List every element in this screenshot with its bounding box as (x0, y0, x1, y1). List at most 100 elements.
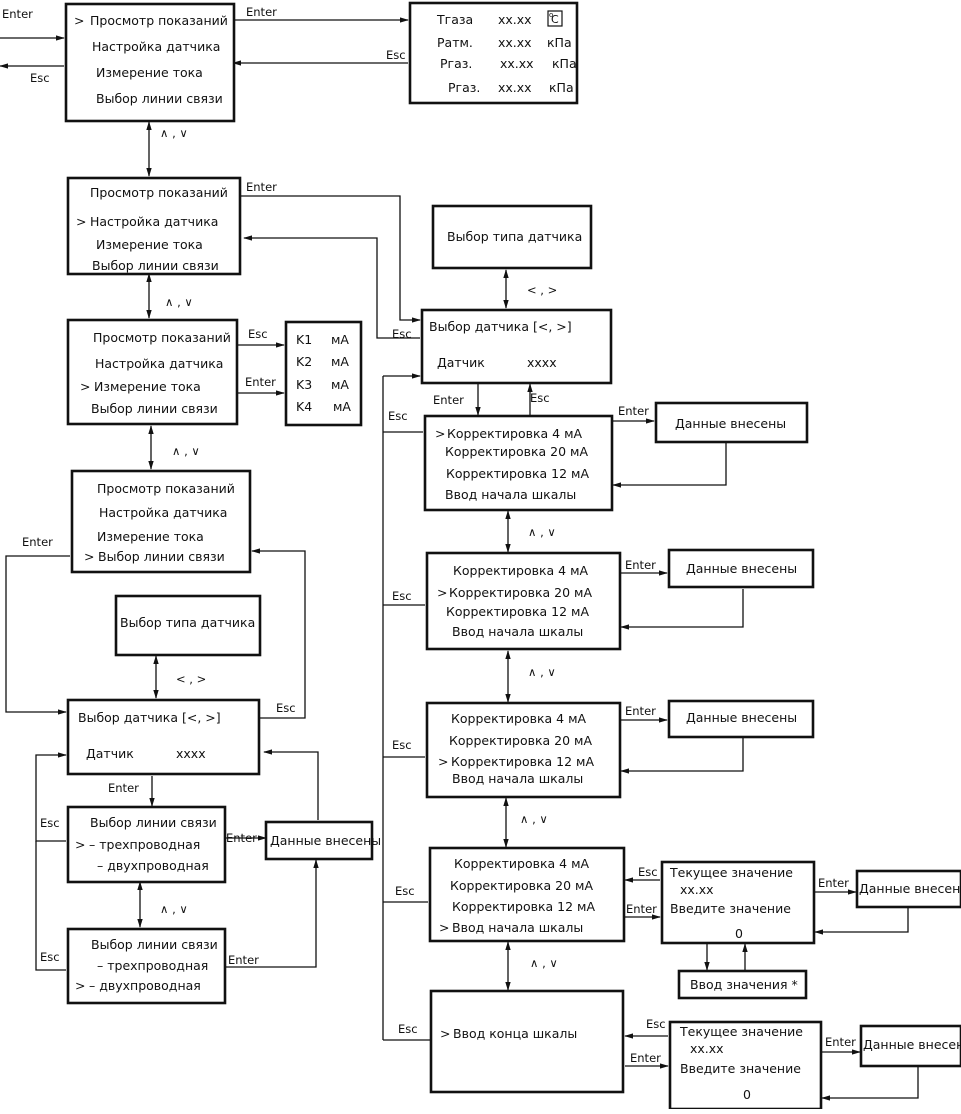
esc-label: Esc (248, 327, 268, 341)
readings-screen: Tгаза xx.xx C o Pатм. xx.xx кПа Pгаз. xx… (408, 1, 579, 105)
svg-text:Корректировка 20 мА: Корректировка 20 мА (449, 733, 592, 748)
svg-text:xx.xx: xx.xx (498, 80, 532, 95)
calib-menu-12ma[interactable]: Корректировка 4 мА Корректировка 20 мА >… (425, 701, 622, 799)
sensor-select-box-right[interactable]: Выбор датчика [<, >] Датчик xxxx (420, 308, 613, 385)
cursor: > (76, 214, 86, 229)
svg-text:– двухпроводная: – двухпроводная (89, 978, 201, 993)
svg-text:K4: K4 (296, 399, 312, 414)
enter-label: Enter (246, 180, 277, 194)
esc-label: Esc (30, 71, 50, 85)
enter-label: Enter (2, 7, 33, 21)
data-saved-box-left: Данные внесены (264, 820, 381, 861)
esc-label: Esc (530, 391, 550, 405)
cursor: > (439, 920, 449, 935)
esc-label: Esc (392, 738, 412, 752)
svg-text:Ввод конца шкалы: Ввод конца шкалы (453, 1026, 577, 1041)
menu-item: Настройка датчика (90, 214, 218, 229)
cursor: > (74, 13, 84, 28)
svg-text:Выбор типа датчика: Выбор типа датчика (120, 615, 255, 630)
calib-menu-4ma[interactable]: > Корректировка 4 мА Корректировка 20 мА… (423, 414, 614, 512)
menu-item: Просмотр показаний (90, 185, 228, 200)
esc-label: Esc (646, 1017, 666, 1031)
enter-label: Enter (226, 831, 257, 845)
svg-text:Корректировка 4 мА: Корректировка 4 мА (447, 426, 583, 441)
svg-text:Ввод начала шкалы: Ввод начала шкалы (452, 771, 583, 786)
svg-text:кПа: кПа (552, 56, 577, 71)
cursor: > (80, 379, 90, 394)
enter-label: Enter (818, 876, 849, 890)
svg-text:Выбор линии связи: Выбор линии связи (90, 815, 217, 830)
enter-label: Enter (246, 5, 277, 19)
svg-text:Выбор типа датчика: Выбор типа датчика (447, 229, 582, 244)
current-screen: K1 мА K2 мА K3 мА K4 мА (284, 320, 363, 427)
svg-text:Корректировка 12 мА: Корректировка 12 мА (446, 604, 589, 619)
svg-text:Данные внесены: Данные внесены (270, 833, 381, 848)
up-down-label: ∧ , ∨ (160, 126, 188, 140)
sensor-select-box-left[interactable]: Выбор датчика [<, >] Датчик xxxx (66, 698, 261, 776)
cursor: > (435, 426, 445, 441)
cursor: > (440, 1026, 450, 1041)
svg-text:Ввод начала шкалы: Ввод начала шкалы (452, 920, 583, 935)
menu-item: Выбор линии связи (96, 91, 223, 106)
sensor-type-box-right: Выбор типа датчика (431, 204, 593, 270)
esc-label: Esc (40, 816, 60, 830)
line-select-box-three-wire[interactable]: Выбор линии связи > – трехпроводная – дв… (66, 805, 227, 884)
calib-menu-scale-end[interactable]: > Ввод конца шкалы (429, 989, 625, 1094)
svg-text:Корректировка 20 мА: Корректировка 20 мА (449, 585, 592, 600)
main-menu-sensor-setup[interactable]: Просмотр показаний > Настройка датчика И… (66, 176, 242, 276)
cursor: > (75, 978, 85, 993)
svg-text:кПа: кПа (547, 35, 572, 50)
svg-text:Данные внесены: Данные внесены (859, 881, 961, 896)
esc-label: Esc (392, 327, 412, 341)
main-menu-view-readings[interactable]: > Просмотр показаний Настройка датчика И… (64, 2, 236, 123)
main-menu-current-measure[interactable]: Просмотр показаний Настройка датчика > И… (66, 318, 239, 426)
menu-item: Просмотр показаний (90, 13, 228, 28)
calib-menu-20ma[interactable]: Корректировка 4 мА > Корректировка 20 мА… (425, 551, 622, 651)
menu-item: Просмотр показаний (97, 481, 235, 496)
svg-text:Pатм.: Pатм. (437, 35, 473, 50)
calib-menu-scale-start[interactable]: Корректировка 4 мА Корректировка 20 мА К… (428, 846, 626, 943)
svg-text:мА: мА (331, 377, 349, 392)
svg-text:Текущее значение: Текущее значение (669, 865, 793, 880)
data-saved-box-2: Данные внесены (667, 548, 815, 589)
svg-text:0: 0 (743, 1087, 751, 1102)
connectors (0, 17, 919, 1101)
up-down-label: ∧ , ∨ (520, 812, 548, 826)
svg-text:Корректировка 12 мА: Корректировка 12 мА (451, 754, 594, 769)
esc-label: Esc (40, 950, 60, 964)
connector-labels: Enter Esc Enter Esc ∧ , ∨ Enter ∧ , ∨ Es… (2, 5, 856, 1065)
esc-label: Esc (392, 589, 412, 603)
current-value-box-2[interactable]: Текущее значение xx.xx Введите значение … (668, 1020, 823, 1111)
enter-label: Enter (825, 1035, 856, 1049)
main-menu-line-select[interactable]: Просмотр показаний Настройка датчика Изм… (70, 469, 252, 574)
up-down-label: ∧ , ∨ (530, 956, 558, 970)
svg-text:K3: K3 (296, 377, 312, 392)
enter-label: Enter (618, 404, 649, 418)
svg-text:Корректировка 20 мА: Корректировка 20 мА (445, 444, 588, 459)
current-value-box-1[interactable]: Текущее значение xx.xx Введите значение … (660, 860, 816, 945)
svg-text:Ввод значения *: Ввод значения * (690, 977, 798, 992)
menu-item: Измерение тока (97, 529, 204, 544)
svg-text:xx.xx: xx.xx (500, 56, 534, 71)
up-down-label: ∧ , ∨ (160, 902, 188, 916)
svg-text:Pгаз.: Pгаз. (448, 80, 480, 95)
svg-text:Корректировка 12 мА: Корректировка 12 мА (452, 899, 595, 914)
sensor-type-box-left: Выбор типа датчика (114, 594, 262, 657)
svg-text:кПа: кПа (549, 80, 574, 95)
data-saved-box-1: Данные внесены (654, 401, 809, 444)
svg-text:xx.xx: xx.xx (498, 12, 532, 27)
svg-text:xx.xx: xx.xx (690, 1041, 724, 1056)
value-input-box[interactable]: Ввод значения * (677, 969, 808, 1000)
esc-label: Esc (638, 865, 658, 879)
menu-item: Выбор линии связи (91, 401, 218, 416)
menu-item: Настройка датчика (95, 356, 223, 371)
line-select-box-two-wire[interactable]: Выбор линии связи – трехпроводная > – дв… (66, 927, 227, 1005)
svg-text:– трехпроводная: – трехпроводная (89, 837, 200, 852)
svg-text:Корректировка 4 мА: Корректировка 4 мА (453, 563, 589, 578)
enter-label: Enter (22, 535, 53, 549)
svg-text:xxxx: xxxx (527, 355, 557, 370)
cursor: > (84, 549, 94, 564)
svg-text:мА: мА (331, 354, 349, 369)
svg-text:Данные внесены: Данные внесены (686, 561, 797, 576)
